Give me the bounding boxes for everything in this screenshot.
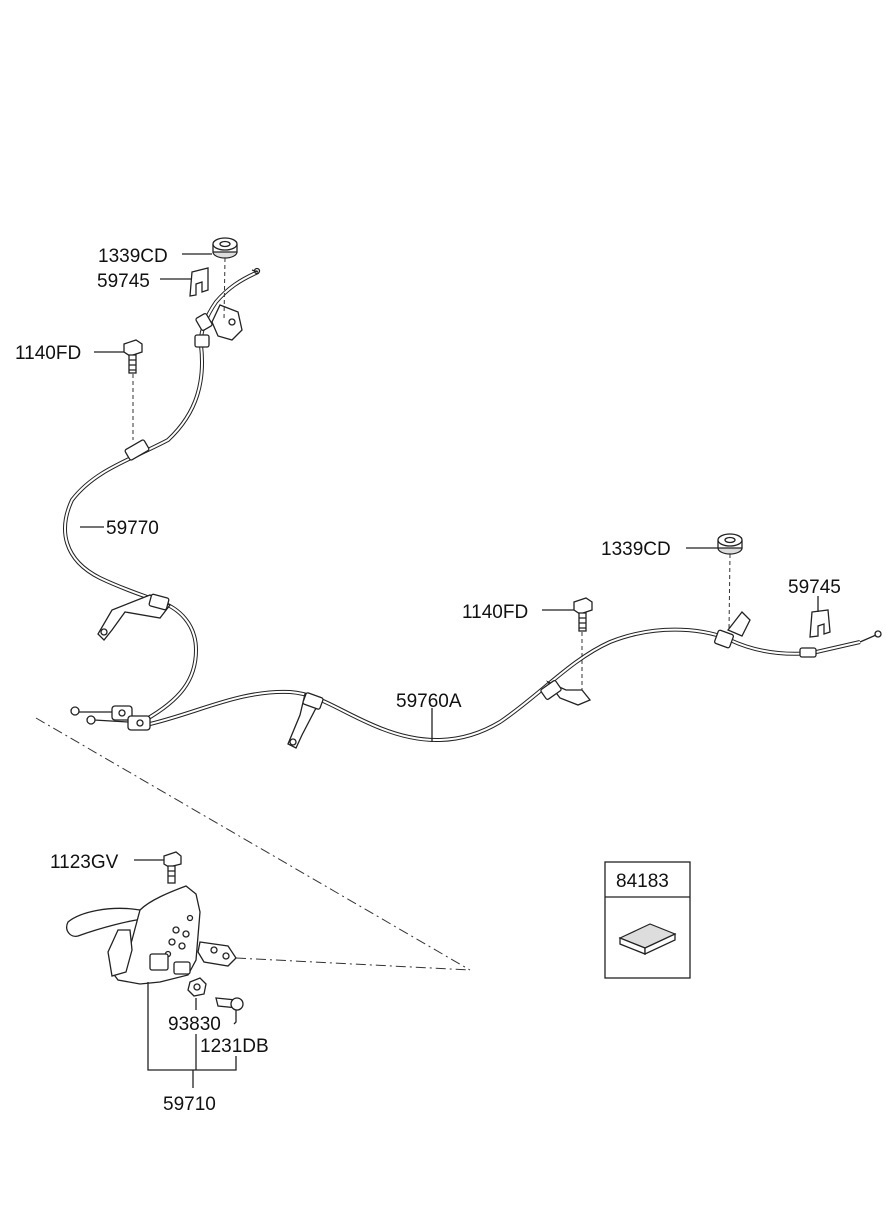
dash-line-nut-top bbox=[223, 257, 226, 321]
callout-93830: 93830 bbox=[168, 1014, 221, 1035]
pad-icon bbox=[618, 923, 677, 956]
leader-lines bbox=[80, 253, 819, 1088]
switch-icon-93830 bbox=[187, 977, 207, 997]
cable-front-ends bbox=[70, 705, 151, 731]
legend-box-code: 84183 bbox=[616, 871, 669, 892]
clip-icon-59745-right bbox=[809, 609, 831, 638]
dashdot-cable-to-lever bbox=[235, 957, 471, 971]
bolt-icon-1123GV bbox=[163, 851, 182, 884]
callout-1339CD-right: 1339CD bbox=[601, 539, 671, 560]
cable-end-top-left bbox=[211, 267, 261, 341]
screw-icon-1231DB bbox=[215, 997, 244, 1011]
parking-brake-lever-assembly bbox=[66, 885, 237, 985]
nut-icon-1339CD-top bbox=[212, 237, 238, 259]
cable-59770 bbox=[63, 270, 259, 722]
cable-59760A bbox=[149, 611, 882, 749]
nut-icon-1339CD-right bbox=[717, 533, 743, 555]
callout-1140FD-right: 1140FD bbox=[462, 602, 528, 623]
clip-icon-59745-top bbox=[189, 267, 209, 297]
callout-59770: 59770 bbox=[106, 518, 159, 539]
legend-box-84183: 84183 bbox=[604, 861, 691, 979]
bolt-icon-1140FD-left bbox=[123, 339, 143, 374]
dash-line-nut-right bbox=[728, 553, 731, 631]
callout-1123GV: 1123GV bbox=[50, 852, 119, 873]
callout-59760A: 59760A bbox=[396, 691, 462, 712]
callout-59745-right: 59745 bbox=[788, 577, 841, 598]
bolt-icon-1140FD-right bbox=[573, 597, 593, 632]
callout-1231DB: 1231DB bbox=[200, 1036, 269, 1057]
callout-1140FD-left: 1140FD bbox=[15, 343, 81, 364]
callout-1339CD-top: 1339CD bbox=[98, 246, 168, 267]
callout-59745-top: 59745 bbox=[97, 271, 150, 292]
callout-59710: 59710 bbox=[163, 1094, 216, 1115]
dashdot-leader-lever bbox=[35, 717, 471, 971]
